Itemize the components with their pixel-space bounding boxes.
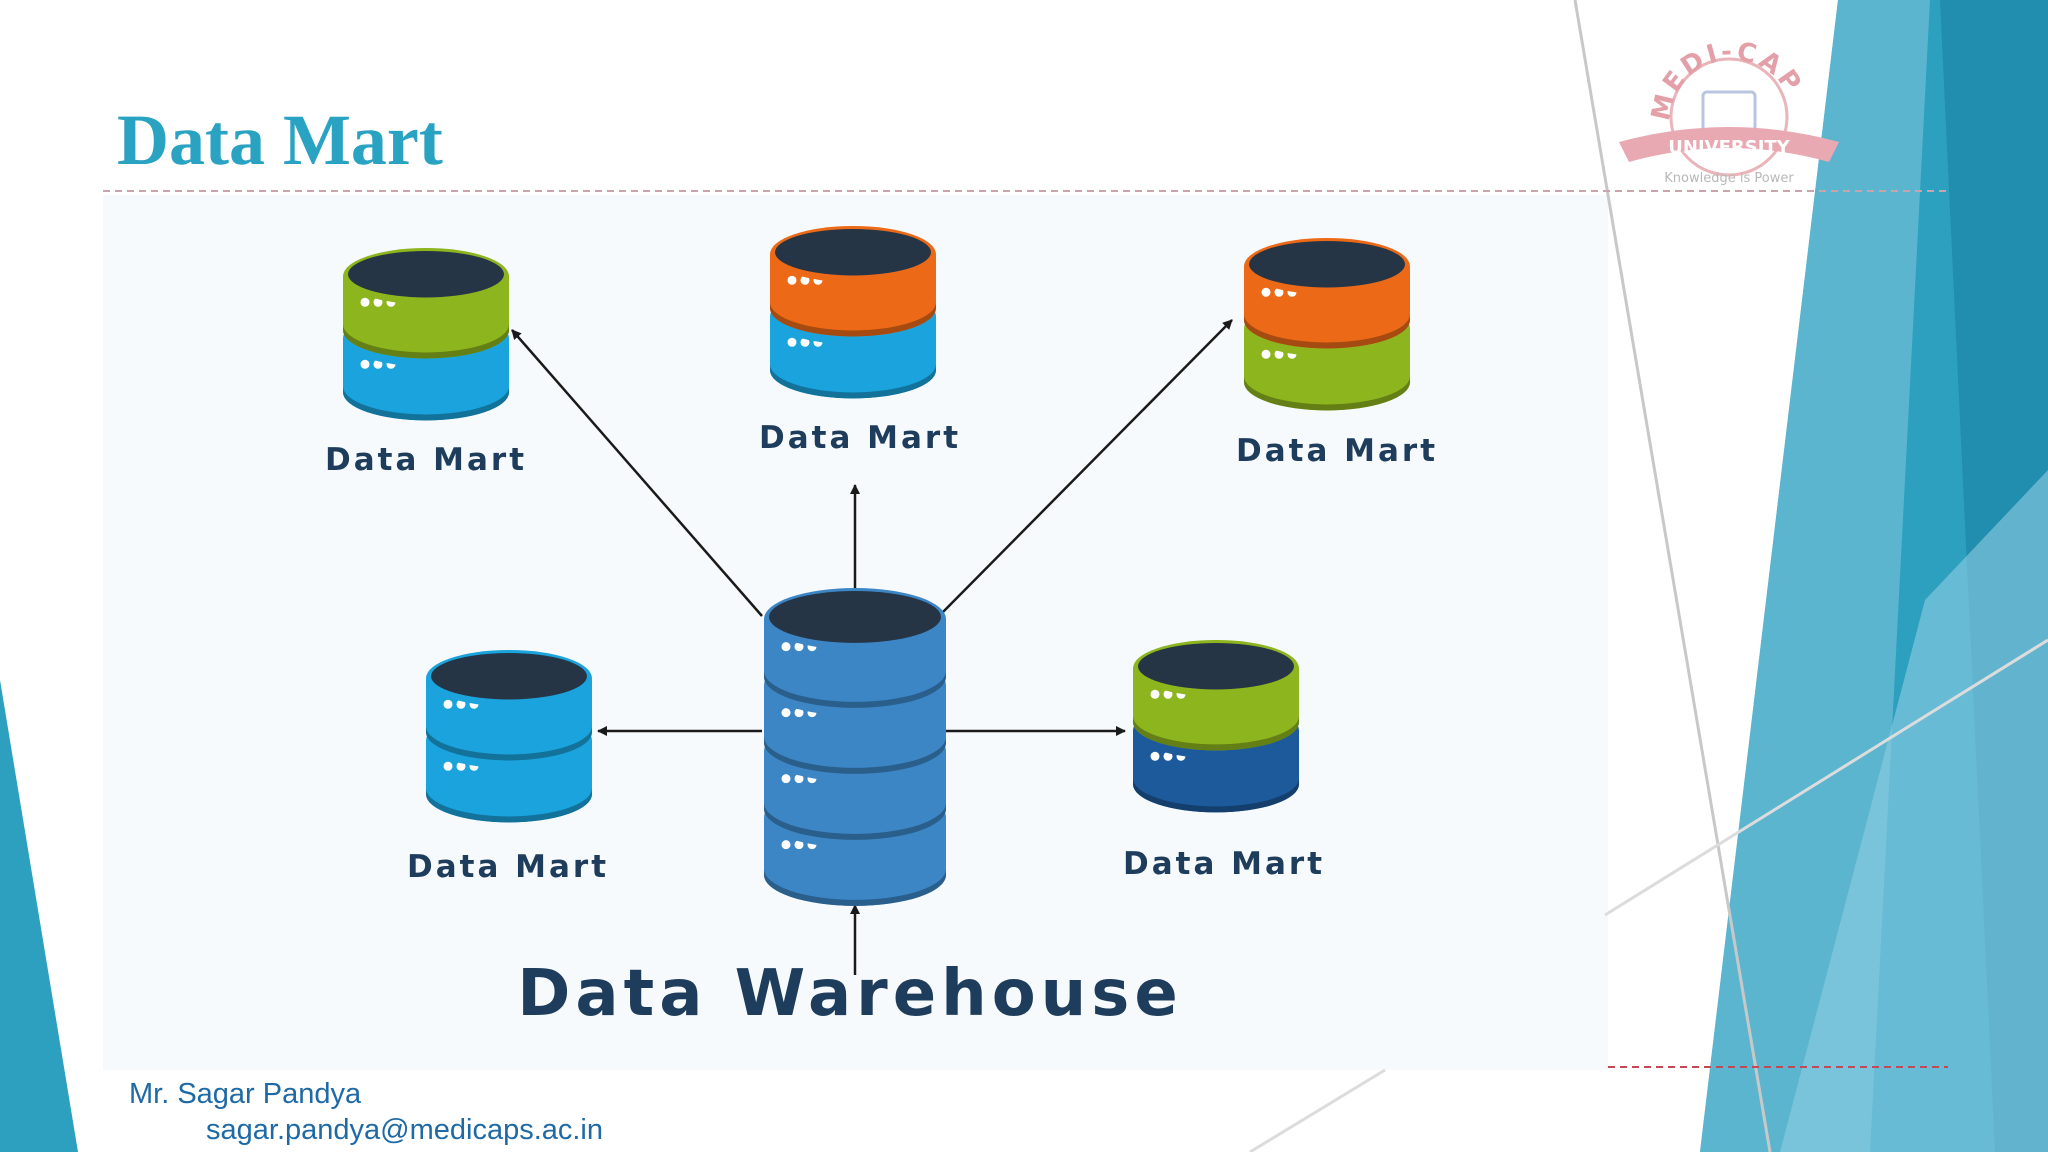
db-segment-rim	[770, 302, 936, 337]
data-mart-db-3	[1244, 238, 1410, 411]
author-name: Mr. Sagar Pandya	[129, 1078, 362, 1110]
data-mart-db-1	[343, 248, 509, 421]
db-indicator-dot	[800, 275, 810, 285]
left-teal-triangle	[0, 680, 78, 1152]
data-mart-db-5	[1133, 640, 1299, 813]
db-indicator-dot	[456, 699, 466, 709]
db-indicator-dot	[1163, 751, 1173, 761]
db-indicator-dot	[800, 337, 810, 347]
db-segment-rim	[1133, 716, 1299, 751]
db-indicator-dot	[373, 359, 383, 369]
db-segment-rim	[1133, 778, 1299, 813]
db-segment-rim	[1244, 376, 1410, 411]
flow-arrow	[941, 319, 1233, 614]
data-mart-db-4	[426, 650, 592, 823]
db-top-cap	[769, 591, 941, 643]
db-indicator-dot	[787, 337, 797, 347]
db-segment-rim	[764, 802, 947, 840]
author-email: sagar.pandya@medicaps.ac.in	[206, 1114, 604, 1146]
db-indicator-dot	[794, 774, 804, 784]
db-indicator-dot	[1261, 349, 1271, 359]
db-indicator-dot	[787, 275, 797, 285]
db-indicator-dot	[1274, 287, 1284, 297]
data-mart-label: Data Mart	[759, 420, 961, 456]
db-segment-rim	[764, 736, 947, 774]
data-mart-label: Data Mart	[1123, 846, 1325, 882]
diagonal-line	[1249, 1068, 1386, 1152]
db-indicator-dot	[794, 642, 804, 652]
db-indicator-dot	[456, 761, 466, 771]
db-top-cap	[1138, 643, 1294, 690]
db-indicator-dot	[1163, 689, 1173, 699]
db-segment-rim	[426, 726, 592, 761]
diagonal-line	[1604, 638, 2048, 917]
db-indicator-dot	[1274, 349, 1284, 359]
db-top-cap	[1249, 241, 1405, 288]
arrows-group	[511, 319, 1233, 975]
db-segment-rim	[770, 364, 936, 399]
db-segment-rim	[343, 386, 509, 421]
flow-arrow	[511, 329, 763, 617]
db-indicator-dot	[794, 708, 804, 718]
logo-ring	[1669, 57, 1789, 177]
data-warehouse-db	[764, 588, 947, 906]
db-indicator-dot	[443, 699, 453, 709]
db-segment-rim	[426, 788, 592, 823]
data-mart-db-2	[770, 226, 936, 399]
db-segment-rim	[1244, 314, 1410, 349]
db-segment-rim	[764, 670, 947, 708]
db-indicator-dot	[781, 840, 791, 850]
db-top-cap	[348, 251, 504, 298]
db-top-cap	[775, 229, 931, 276]
db-segment-rim	[764, 868, 947, 906]
db-indicator-dot	[373, 297, 383, 307]
data-mart-label: Data Mart	[1236, 433, 1438, 469]
db-indicator-dot	[781, 774, 791, 784]
db-indicator-dot	[781, 642, 791, 652]
cylinders-group	[343, 226, 1410, 906]
db-indicator-dot	[360, 297, 370, 307]
db-indicator-dot	[1150, 751, 1160, 761]
university-logo: MEDI-CAPS UNIVERSITY Knowledge is Power	[1615, 22, 1839, 186]
db-indicator-dot	[781, 708, 791, 718]
db-top-cap	[431, 653, 587, 700]
db-segment-rim	[343, 324, 509, 359]
db-indicator-dot	[1150, 689, 1160, 699]
data-mart-label: Data Mart	[407, 849, 609, 885]
db-indicator-dot	[794, 840, 804, 850]
logo-banner	[1619, 127, 1839, 162]
right-lower-facet	[1780, 470, 2048, 1152]
slide-title: Data Mart	[117, 100, 443, 180]
logo-tagline: Knowledge is Power	[1664, 171, 1794, 186]
data-mart-label: Data Mart	[325, 442, 527, 478]
db-indicator-dot	[1261, 287, 1271, 297]
db-indicator-dot	[360, 359, 370, 369]
logo-name-banner: UNIVERSITY	[1668, 137, 1790, 158]
warehouse-label: Data Warehouse	[517, 957, 1182, 1031]
db-indicator-dot	[443, 761, 453, 771]
